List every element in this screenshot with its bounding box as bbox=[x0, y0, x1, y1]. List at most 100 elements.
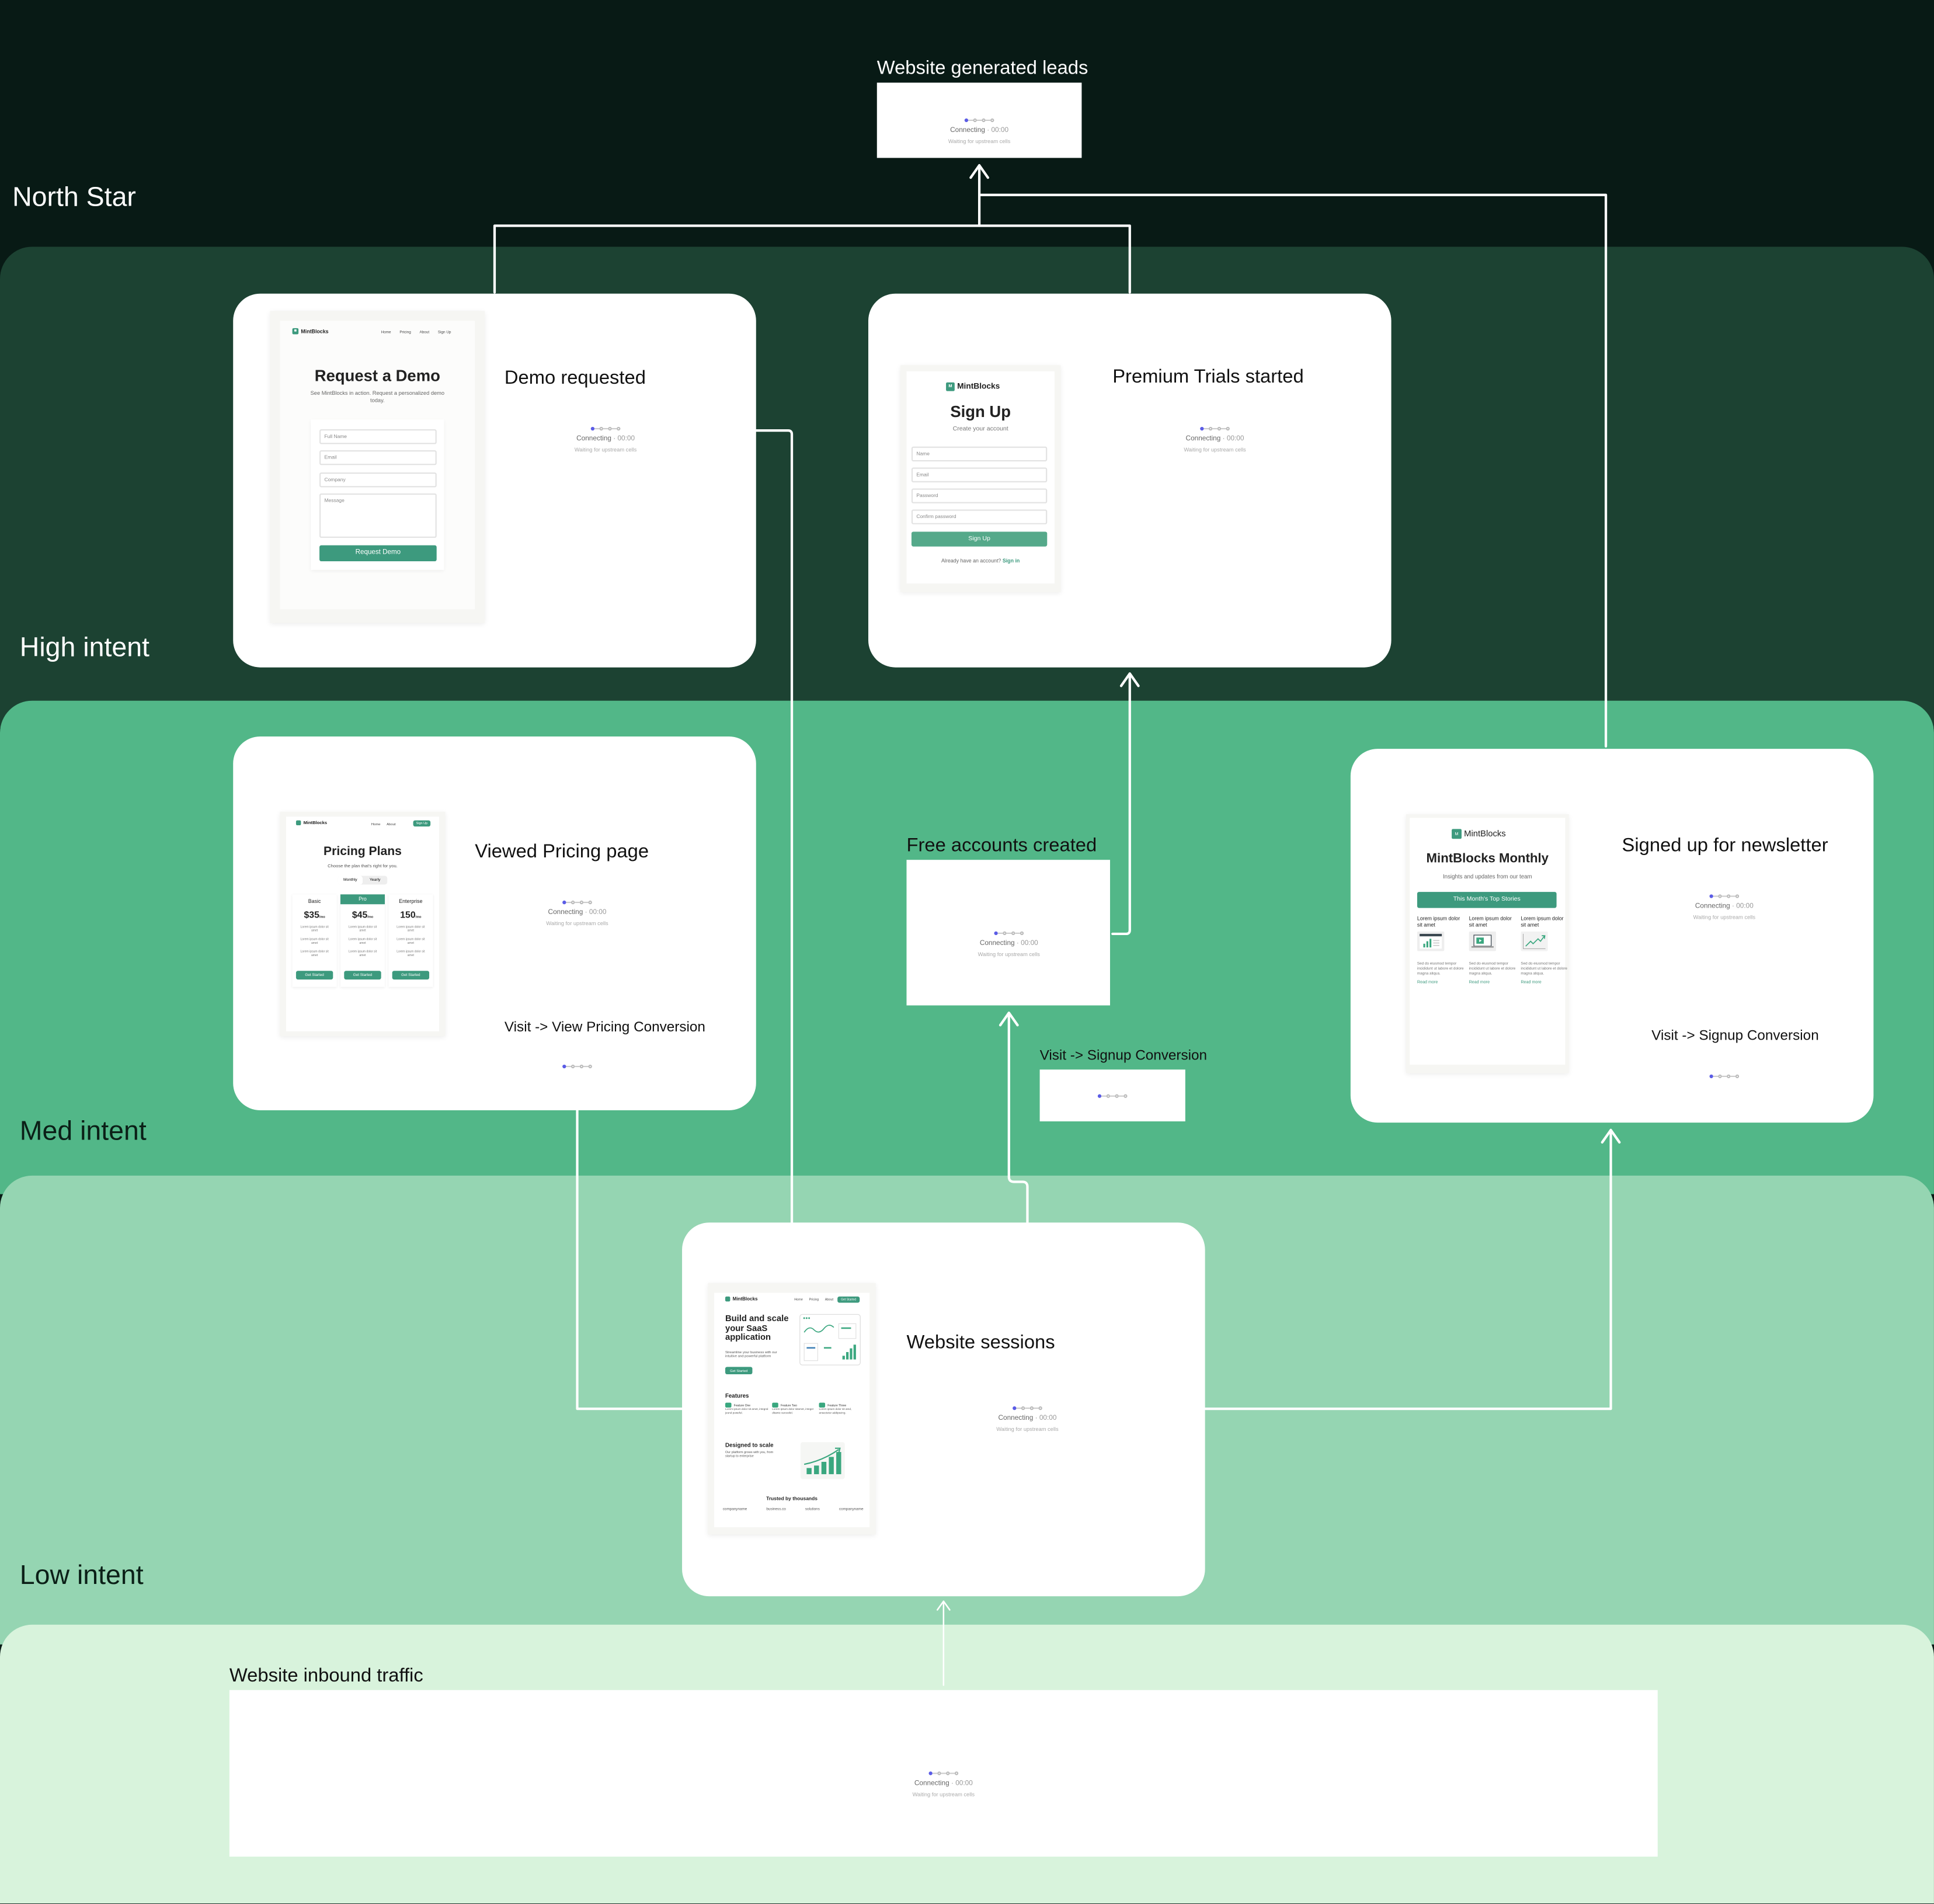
status-text: Connecting bbox=[914, 1780, 949, 1788]
password-field: Password bbox=[911, 488, 1048, 503]
step-dot bbox=[994, 930, 998, 934]
plan-feature: Lorem ipsum dolor sit amet bbox=[396, 950, 425, 958]
price-unit: /mo bbox=[319, 915, 325, 919]
nav-link: About bbox=[387, 821, 396, 827]
step-dot bbox=[599, 426, 603, 430]
scale-sub: Our platform grows with you, from startu… bbox=[725, 1450, 774, 1459]
status-sep: · bbox=[1014, 940, 1021, 948]
connector-free-premium bbox=[1111, 672, 1140, 936]
plan-name: Basic bbox=[308, 898, 321, 905]
feature-name: Feature One bbox=[733, 1403, 751, 1407]
status-text: Connecting bbox=[1695, 903, 1730, 911]
billing-toggle: Monthly Yearly bbox=[338, 875, 388, 885]
status-label: Connecting · 00:00 bbox=[519, 436, 692, 443]
step-dot bbox=[1029, 1405, 1034, 1410]
story-item: Lorem ipsum dolor sit amet Sed do eiusmo… bbox=[1521, 915, 1567, 985]
nav-link: Home bbox=[381, 329, 391, 335]
progress-dots bbox=[491, 1062, 664, 1070]
status-sub: Waiting for upstream cells bbox=[1184, 446, 1246, 453]
feature-icon bbox=[819, 1402, 826, 1408]
read-more-link: Read more bbox=[1521, 979, 1542, 985]
step-dot bbox=[954, 1771, 959, 1775]
hero-heading: Build and scale your SaaS application bbox=[725, 1315, 789, 1343]
progress-dots bbox=[923, 929, 1095, 936]
band-label: Med intent bbox=[19, 1115, 147, 1146]
status-sub: Waiting for upstream cells bbox=[1693, 914, 1756, 920]
plan-name: Enterprise bbox=[399, 898, 423, 905]
status-time: 00:00 bbox=[617, 435, 635, 443]
step-dot bbox=[1735, 894, 1740, 898]
status-sep: · bbox=[1033, 1415, 1039, 1423]
step-dot bbox=[1200, 426, 1204, 430]
status-text: Connecting bbox=[576, 435, 611, 443]
step-dot bbox=[1106, 1093, 1110, 1097]
story-body: Sed do eiusmod tempor incididunt ut labo… bbox=[1417, 961, 1464, 976]
connector-demo-leads bbox=[493, 224, 1131, 294]
step-dot bbox=[1020, 930, 1024, 934]
logo-icon bbox=[725, 1296, 731, 1302]
status-time: 00:00 bbox=[1736, 903, 1754, 911]
step-dot bbox=[1735, 1073, 1740, 1078]
status-sub: Waiting for upstream cells bbox=[546, 920, 608, 927]
node-title: Demo requested bbox=[504, 367, 646, 389]
plan-price: 150/mo bbox=[388, 909, 433, 920]
status-time: 00:00 bbox=[1226, 435, 1244, 443]
step-dot bbox=[1718, 894, 1722, 898]
signup-conversion-box[interactable] bbox=[1039, 1069, 1185, 1121]
step-dot bbox=[1097, 1093, 1102, 1097]
nav-link: Home bbox=[371, 821, 381, 827]
price: $35 bbox=[304, 909, 319, 920]
story-title: Lorem ipsum dolor sit amet bbox=[1417, 915, 1460, 928]
status-time: 00:00 bbox=[1021, 940, 1038, 948]
conversion-title: Visit -> View Pricing Conversion bbox=[504, 1020, 705, 1036]
company-logo: companyname bbox=[839, 1506, 864, 1512]
node-title: Website sessions bbox=[906, 1332, 1055, 1354]
step-dot bbox=[1003, 930, 1007, 934]
progress-dots bbox=[893, 116, 1066, 124]
step-dot bbox=[1226, 426, 1230, 430]
step-dot bbox=[588, 899, 592, 904]
get-started-button: Get Started bbox=[344, 971, 381, 980]
feature-item: Feature Two Lorem ipsum dolor sitamet, i… bbox=[772, 1402, 816, 1416]
pricing-sub: Choose the plan that's right for you. bbox=[328, 863, 398, 868]
connector-sessions-demo bbox=[754, 429, 794, 1224]
step-dot bbox=[590, 426, 595, 430]
plan-feature: Lorem ipsum dolor sit amet bbox=[300, 925, 329, 933]
feature-text: Lorem ipsum dolor sitamet, integer ditam… bbox=[772, 1409, 814, 1415]
company-logo: business.co bbox=[766, 1506, 786, 1512]
story-body: Sed do eiusmod tempor incididunt ut labo… bbox=[1469, 961, 1516, 976]
confirm-password-field: Confirm password bbox=[911, 509, 1048, 524]
status-sep: · bbox=[949, 1780, 956, 1788]
progress-dots bbox=[1026, 1092, 1199, 1099]
status-time: 00:00 bbox=[1039, 1415, 1057, 1423]
logo-icon: M bbox=[946, 382, 955, 391]
step-dot bbox=[588, 1064, 592, 1068]
step-dot bbox=[1217, 426, 1222, 430]
plan-price: $35/mo bbox=[293, 909, 337, 920]
read-more-link: Read more bbox=[1417, 979, 1438, 985]
step-dot bbox=[579, 899, 584, 904]
scale-title: Designed to scale bbox=[725, 1442, 774, 1448]
step-dot bbox=[571, 899, 575, 904]
brand-name: MintBlocks bbox=[303, 820, 328, 826]
progress-dots bbox=[1129, 425, 1302, 432]
signup-sub: Create your account bbox=[952, 425, 1008, 433]
plan-name: Pro bbox=[340, 894, 385, 905]
step-dot bbox=[973, 117, 977, 122]
trend-line-icon bbox=[1521, 931, 1567, 957]
nav-link: Pricing bbox=[809, 1298, 819, 1302]
connector-inbound-sessions bbox=[937, 1600, 951, 1686]
